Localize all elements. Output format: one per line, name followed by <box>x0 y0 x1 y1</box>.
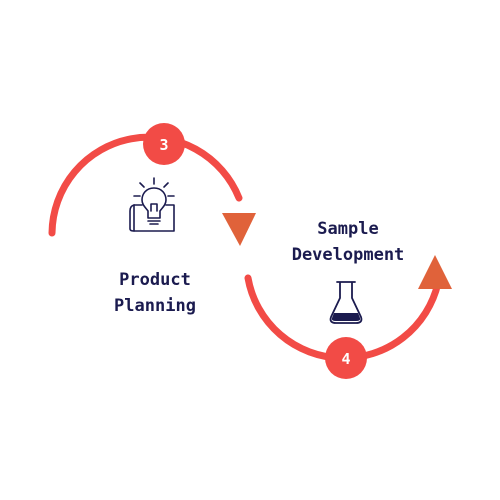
step-4-number: 4 <box>341 350 350 368</box>
step-3-label: Product Planning <box>95 267 215 319</box>
step-3-arc <box>48 133 243 237</box>
lightbulb-blueprint-icon <box>129 177 175 232</box>
step-4-label-line-2: Development <box>291 245 405 265</box>
step-3-label-line-1: Product <box>119 270 191 290</box>
step-3-badge: 3 <box>143 123 185 165</box>
step-3-number: 3 <box>159 136 168 154</box>
step-3-arrowhead <box>222 213 256 246</box>
flask-icon <box>329 281 363 324</box>
step-4-badge: 4 <box>325 337 367 379</box>
step-4-arrowhead <box>418 255 452 289</box>
step-3-label-line-2: Planning <box>114 296 196 316</box>
step-4-label-line-1: Sample <box>317 219 379 239</box>
step-4-label: Sample Development <box>275 216 421 268</box>
